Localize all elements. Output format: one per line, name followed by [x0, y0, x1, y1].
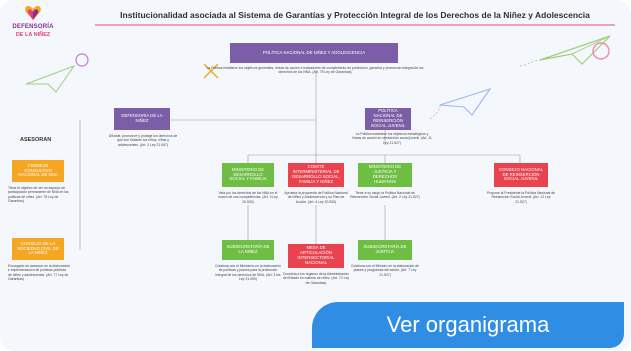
page-title: Institucionalidad asociada al Sistema de… — [120, 10, 590, 20]
note-ministerio-desarrollo: Vela por los derechos de los NNA en el m… — [218, 191, 278, 204]
circle-decoration-icon — [75, 53, 89, 67]
node-subsecretaria-ninez[interactable]: SUBSECRETARÍA DE LA NIÑEZ — [222, 240, 274, 260]
node-consejo-reinsercion[interactable]: CONSEJO NACIONAL DE REINSERCIÓN SOCIAL J… — [494, 163, 548, 187]
node-politica-reinsercion[interactable]: POLÍTICA NACIONAL DE REINSERCIÓN SOCIAL … — [365, 108, 411, 130]
node-consejo-consultivo[interactable]: CONSEJO CONSULTIVO NACIONAL DE NNA — [12, 160, 64, 182]
node-mesa-articulacion[interactable]: MESA DE ARTICULACIÓN INTERSECTORIAL NACI… — [288, 244, 344, 268]
section-asesoran: ASESORAN — [20, 137, 52, 143]
paper-plane-icon — [25, 64, 76, 93]
logo-subtitle: DE LA NIÑEZ — [15, 32, 51, 38]
heart-logo-icon — [25, 5, 41, 20]
node-ministerio-desarrollo[interactable]: MINISTERIO DE DESARROLLO SOCIAL Y FAMILI… — [222, 163, 274, 187]
note-mesa-articulacion: Coordina a los órganos de la Administrac… — [282, 272, 350, 285]
node-politica-nacional[interactable]: POLÍTICA NACIONAL DE NIÑEZ Y ADOLESCENCI… — [230, 43, 398, 63]
node-subsecretaria-justicia[interactable]: SUBSECRETARÍA DE JUSTICIA — [358, 240, 412, 260]
note-ministerio-justicia: Tiene a su cargo la Política Nacional de… — [350, 191, 420, 200]
note-politica-reinsercion: La Política establece los objetivos estr… — [352, 132, 432, 145]
node-defensoria[interactable]: DEFENSORÍA DE LA NIÑEZ — [114, 108, 170, 130]
view-organigram-button[interactable]: Ver organigrama — [312, 302, 624, 348]
note-consejo-reinsercion: Propone al Presidente la Política Nacion… — [486, 191, 556, 204]
note-consejo-sociedad-civil: Encargado de asesorar en la elaboración … — [8, 264, 71, 282]
note-comite-interministerial: Aprueba la propuesta de Política Naciona… — [284, 191, 348, 204]
circle-decoration-icon — [592, 42, 610, 60]
node-consejo-sociedad-civil[interactable]: CONSEJO DE LA SOCIEDAD CIVIL DE LA NIÑEZ — [12, 238, 64, 260]
note-subsecretaria-ninez: Colabora con el Ministerio en la elabora… — [215, 264, 281, 282]
node-comite-interministerial[interactable]: COMITÉ INTERMINISTERIAL DE DESARROLLO SO… — [288, 163, 344, 187]
cross-decoration-icon — [203, 63, 219, 79]
title-divider — [95, 24, 615, 26]
logo-title: DEFENSORÍA — [12, 24, 54, 30]
defensoria-logo[interactable]: DEFENSORÍA DE LA NIÑEZ — [6, 4, 60, 50]
paper-plane-icon — [430, 87, 492, 120]
paper-plane-icon — [520, 35, 611, 67]
note-subsecretaria-justicia: Colabora con el Ministro en la elaboraci… — [350, 264, 420, 277]
node-ministerio-justicia[interactable]: MINISTERIO DE JUSTICIA Y DERECHOS HUMANO… — [358, 163, 412, 187]
note-defensoria: Difunde, promueve y protege los derechos… — [108, 134, 178, 147]
note-consejo-consultivo: Tiene el objetivo de ser un espacio de p… — [8, 186, 69, 204]
note-politica-nacional: La Política establece los objetivos gene… — [206, 66, 424, 75]
